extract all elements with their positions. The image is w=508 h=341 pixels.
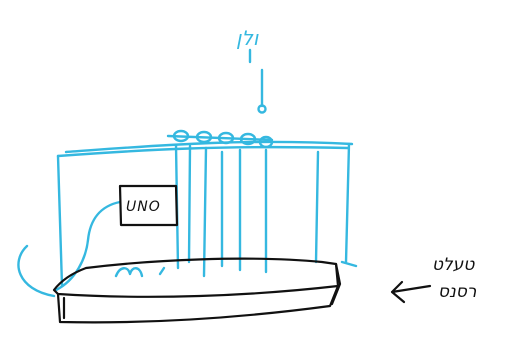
base-top-face <box>54 259 338 297</box>
hanging-knot <box>259 106 266 113</box>
arrow-label-line2: רסנס <box>438 282 477 302</box>
frame-right-foot <box>342 262 356 266</box>
left-cable-curve <box>18 246 54 296</box>
hanging-line <box>250 50 262 106</box>
base-wave <box>116 268 142 276</box>
frame-right-post <box>346 144 349 262</box>
string-3 <box>204 148 206 276</box>
frame-left-post <box>58 156 62 286</box>
uno-cable <box>56 202 120 290</box>
pointer-arrow <box>392 282 430 302</box>
frame-right-inner-post <box>316 152 318 262</box>
vertical-strings <box>176 145 266 276</box>
string-2 <box>189 146 190 262</box>
arrow-label-line1: טעלט <box>432 255 475 275</box>
base-front-edge <box>58 286 338 322</box>
uno-label: UNO <box>126 199 161 215</box>
top-label: ולן <box>236 26 259 50</box>
base-wave-2 <box>160 268 164 274</box>
